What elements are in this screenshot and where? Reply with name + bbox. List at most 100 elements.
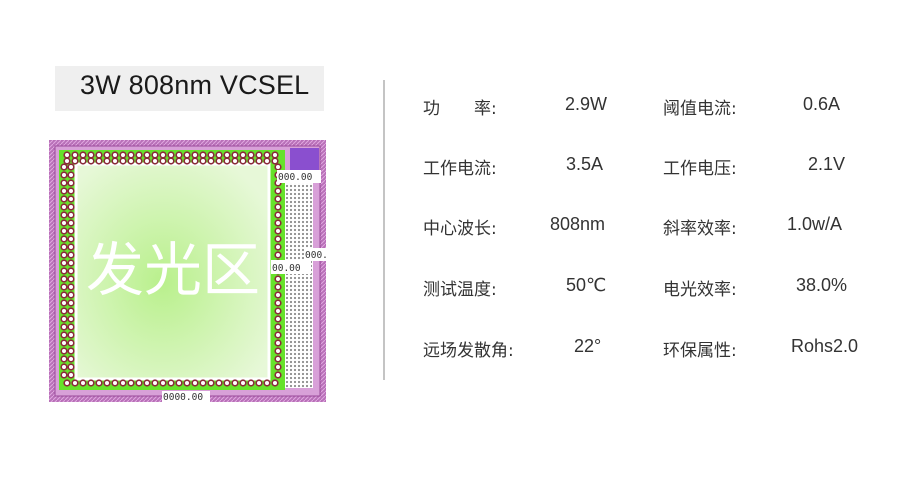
bond-pad [191, 157, 199, 165]
bond-pad [263, 379, 271, 387]
bond-pad [151, 151, 159, 159]
bond-pad [60, 203, 68, 211]
bond-pad [60, 179, 68, 187]
bond-pad [223, 151, 231, 159]
bond-pad [239, 151, 247, 159]
bond-pad [167, 157, 175, 165]
bond-pad [274, 235, 282, 243]
bond-pad [183, 151, 191, 159]
bond-pad [175, 151, 183, 159]
bond-pad [223, 379, 231, 387]
bond-pad [143, 157, 151, 165]
bond-pad [151, 157, 159, 165]
bond-pad [71, 379, 79, 387]
emission-area-label: 发光区 [86, 236, 260, 304]
bond-pad [143, 151, 151, 159]
spec-label-power: 功 率: [423, 99, 497, 119]
bond-pad [67, 235, 75, 243]
bond-pad [263, 157, 271, 165]
bond-pad [135, 157, 143, 165]
bond-pad [103, 151, 111, 159]
dim-label-right: 000. [305, 250, 326, 261]
spec-label-operating-current: 工作电流: [423, 159, 497, 179]
bond-pad [63, 379, 71, 387]
bond-pad [60, 291, 68, 299]
bond-pad [67, 219, 75, 227]
bond-pad [199, 379, 207, 387]
bond-pad [67, 299, 75, 307]
bond-pad [159, 379, 167, 387]
spec-label-center-wavelength: 中心波长: [423, 219, 497, 239]
spec-value-slope-efficiency: 1.0w/A [787, 214, 843, 234]
bond-pad [207, 151, 215, 159]
bond-pad [111, 157, 119, 165]
bond-pad [67, 195, 75, 203]
bond-pad [207, 157, 215, 165]
bond-pad [67, 283, 75, 291]
bond-pad [271, 379, 279, 387]
chip-layout-diagram: 发光区 000.00 00.00 000. 0000.00 [49, 140, 326, 402]
chip-layout-svg: 发光区 000.00 00.00 000. 0000.00 [49, 140, 326, 402]
bond-pad [111, 151, 119, 159]
bond-pad [67, 355, 75, 363]
bond-pad [67, 291, 75, 299]
bond-pad [60, 259, 68, 267]
bond-pad [167, 151, 175, 159]
bond-pad [60, 267, 68, 275]
dim-label-top: 000.00 [278, 172, 313, 183]
bond-pad [95, 157, 103, 165]
bond-pad [151, 379, 159, 387]
bond-pad [247, 157, 255, 165]
bond-pad [119, 379, 127, 387]
bond-pad [239, 379, 247, 387]
bond-pad [274, 339, 282, 347]
spec-value-environmental: Rohs2.0 [791, 336, 859, 356]
bond-pad [199, 151, 207, 159]
spec-value-power: 2.9W [565, 94, 608, 114]
bond-pad [274, 299, 282, 307]
bond-pad [127, 157, 135, 165]
bond-pad [274, 243, 282, 251]
bond-pad [135, 151, 143, 159]
bond-pad [199, 157, 207, 165]
bond-pad [239, 157, 247, 165]
bond-pad [67, 227, 75, 235]
bond-pad [183, 157, 191, 165]
bond-pad [95, 151, 103, 159]
corner-pad [290, 148, 319, 170]
bond-pad [175, 379, 183, 387]
bond-pad [274, 371, 282, 379]
bond-pad [247, 151, 255, 159]
bond-pad [274, 355, 282, 363]
bond-pad [274, 203, 282, 211]
spec-value-operating-current: 3.5A [566, 154, 604, 174]
bond-pad [231, 379, 239, 387]
bond-pad [60, 355, 68, 363]
bond-pad [60, 171, 68, 179]
bond-pad [274, 347, 282, 355]
bond-pad [60, 251, 68, 259]
title-box [55, 66, 324, 111]
bond-pad [63, 157, 71, 165]
bond-pad [60, 347, 68, 355]
bond-pad [60, 339, 68, 347]
spec-label-divergence-angle: 远场发散角: [423, 341, 514, 361]
bond-pad [60, 243, 68, 251]
bond-pad [191, 379, 199, 387]
bond-pad [79, 151, 87, 159]
bond-pad [175, 157, 183, 165]
bond-pad [60, 371, 68, 379]
bond-pad [67, 243, 75, 251]
bond-pad [79, 157, 87, 165]
bond-pad [223, 157, 231, 165]
spec-label-electro-optical-efficiency: 电光效率: [663, 280, 737, 300]
bond-pad [67, 259, 75, 267]
bond-pad [60, 283, 68, 291]
dim-label-mid: 00.00 [272, 263, 301, 274]
bond-pad [143, 379, 151, 387]
bond-pad [127, 151, 135, 159]
bond-pad [274, 331, 282, 339]
bond-pad [67, 211, 75, 219]
bond-pad [60, 275, 68, 283]
bond-pad [67, 251, 75, 259]
